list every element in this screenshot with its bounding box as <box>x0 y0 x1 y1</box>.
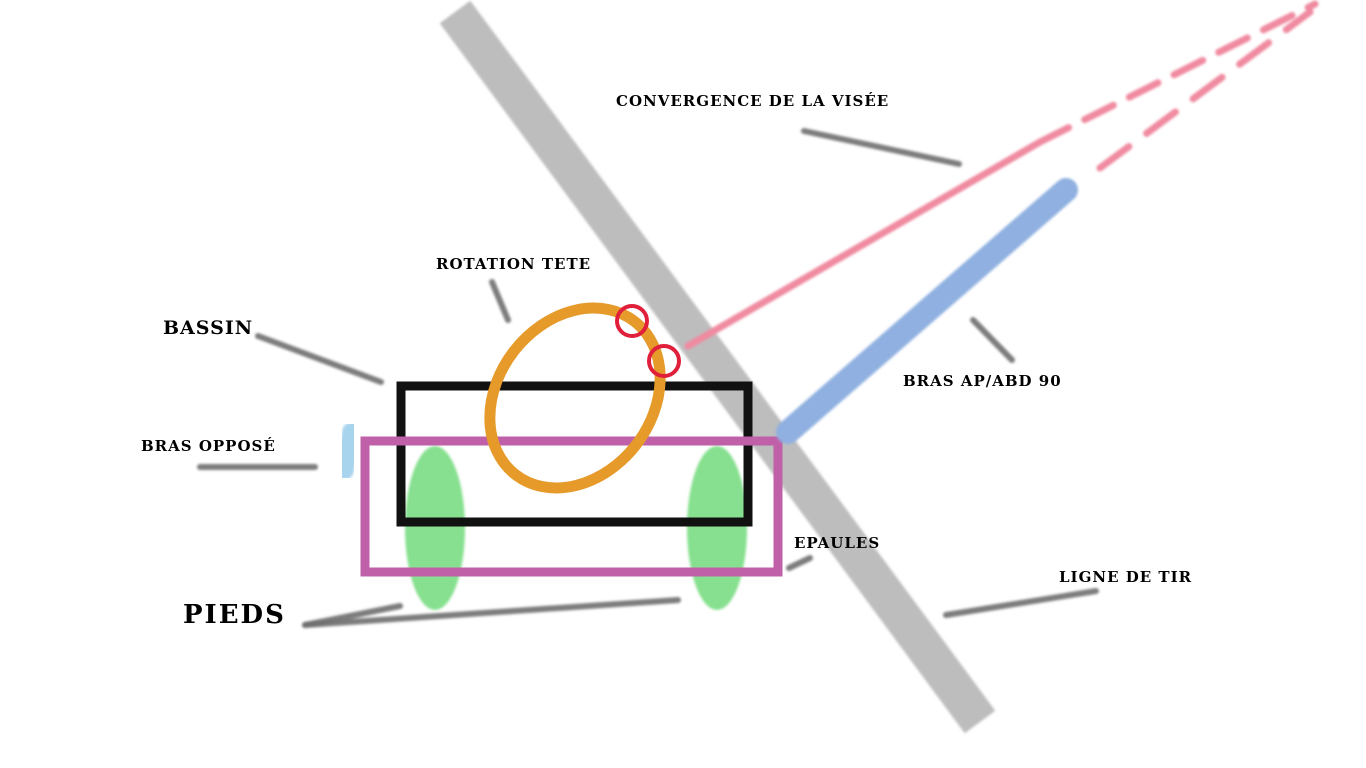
pelvis-rectangle <box>396 381 753 527</box>
shoulders-rectangle <box>360 436 783 577</box>
shooting-line-band <box>439 0 996 734</box>
label-pieds: PIEDS <box>183 600 286 630</box>
label-bras-oppose: BRAS OPPOSÉ <box>141 437 276 455</box>
sight-lines <box>684 0 1319 350</box>
leader-lines <box>197 128 1099 628</box>
label-bassin: BASSIN <box>163 317 253 339</box>
label-epaules: EPAULES <box>794 534 880 552</box>
label-bras-ap-abd: BRAS AP/ABD 90 <box>903 372 1062 390</box>
head-ellipse <box>484 302 666 494</box>
shooting-arm <box>776 178 1078 444</box>
left-foot <box>405 446 465 610</box>
label-convergence: CONVERGENCE DE LA VISÉE <box>616 92 889 110</box>
eye-bottom <box>647 344 681 378</box>
right-foot <box>687 446 747 610</box>
opposite-arm <box>334 422 362 480</box>
label-ligne-de-tir: LIGNE DE TIR <box>1059 568 1192 586</box>
label-rotation-tete: ROTATION TETE <box>436 255 591 273</box>
eye-top <box>615 304 649 338</box>
